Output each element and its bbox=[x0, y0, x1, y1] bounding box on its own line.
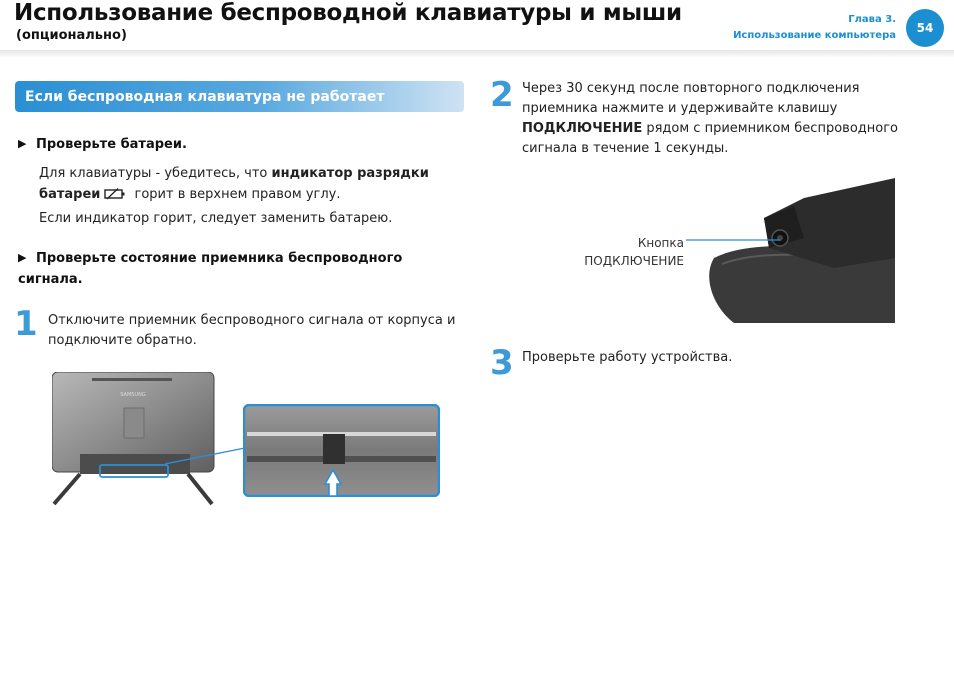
battery-text-2: горит в верхнем правом углу. bbox=[130, 187, 341, 202]
step-2-number: 2 bbox=[490, 75, 514, 115]
page-title: Использование беспроводной клавиатуры и … bbox=[14, 0, 682, 26]
step-2-key-name: ПОДКЛЮЧЕНИЕ bbox=[522, 121, 643, 136]
step-3-text: Проверьте работу устройства. bbox=[522, 350, 733, 365]
section-heading-text: Если беспроводная клавиатура не работает bbox=[25, 88, 385, 105]
step-1-text: Отключите приемник беспроводного сигнала… bbox=[48, 313, 456, 348]
step-2-text: Через 30 секунд после повторного подключ… bbox=[522, 79, 922, 159]
bullet-text: Проверьте батареи. bbox=[36, 137, 187, 152]
battery-indicator-label: индикатор разрядки батареи bbox=[39, 166, 429, 202]
bullet-text: Проверьте состояние приемника беспроводн… bbox=[18, 251, 403, 287]
bullet-check-receiver: ▶Проверьте состояние приемника беспровод… bbox=[18, 247, 438, 290]
step-3-number: 3 bbox=[490, 343, 514, 383]
step-2-text-after: рядом с приемником беспроводного сигнала… bbox=[522, 121, 898, 156]
section-heading: Если беспроводная клавиатура не работает bbox=[15, 81, 464, 112]
brand-label: SAMSUNG bbox=[120, 392, 146, 398]
bullet-triangle-icon: ▶ bbox=[18, 137, 27, 150]
caption-line-2: ПОДКЛЮЧЕНИЕ bbox=[584, 254, 684, 268]
bullet-check-batteries: ▶ Проверьте батареи. bbox=[18, 133, 448, 155]
battery-text-1: Для клавиатуры - убедитесь, что bbox=[39, 166, 272, 181]
bullet-triangle-icon: ▶ bbox=[18, 251, 27, 264]
zoom-connector-line bbox=[165, 447, 246, 465]
page-subtitle: (опционально) bbox=[16, 28, 127, 43]
battery-paragraph: Для клавиатуры - убедитесь, что индикато… bbox=[39, 163, 459, 205]
connect-button-caption: Кнопка ПОДКЛЮЧЕНИЕ bbox=[560, 234, 684, 270]
caption-line-1: Кнопка bbox=[637, 236, 684, 250]
page-number-badge: 54 bbox=[906, 9, 944, 47]
battery-replace-text: Если индикатор горит, следует заменить б… bbox=[39, 211, 393, 226]
caption-pointer-line bbox=[686, 239, 780, 241]
chapter-label: Глава 3. Использование компьютера bbox=[733, 12, 896, 44]
step-1-number: 1 bbox=[14, 304, 38, 344]
receiver-connect-button-image bbox=[694, 178, 895, 323]
chapter-number: Глава 3. bbox=[848, 14, 896, 25]
receiver-zoom-image bbox=[243, 404, 440, 497]
monitor-back-image: SAMSUNG bbox=[52, 372, 215, 506]
arrow-up-icon bbox=[323, 468, 343, 497]
battery-low-icon bbox=[104, 188, 125, 200]
step-2-text-before: Через 30 секунд после повторного подключ… bbox=[522, 81, 860, 116]
header-divider bbox=[0, 50, 954, 58]
chapter-title: Использование компьютера bbox=[733, 30, 896, 41]
